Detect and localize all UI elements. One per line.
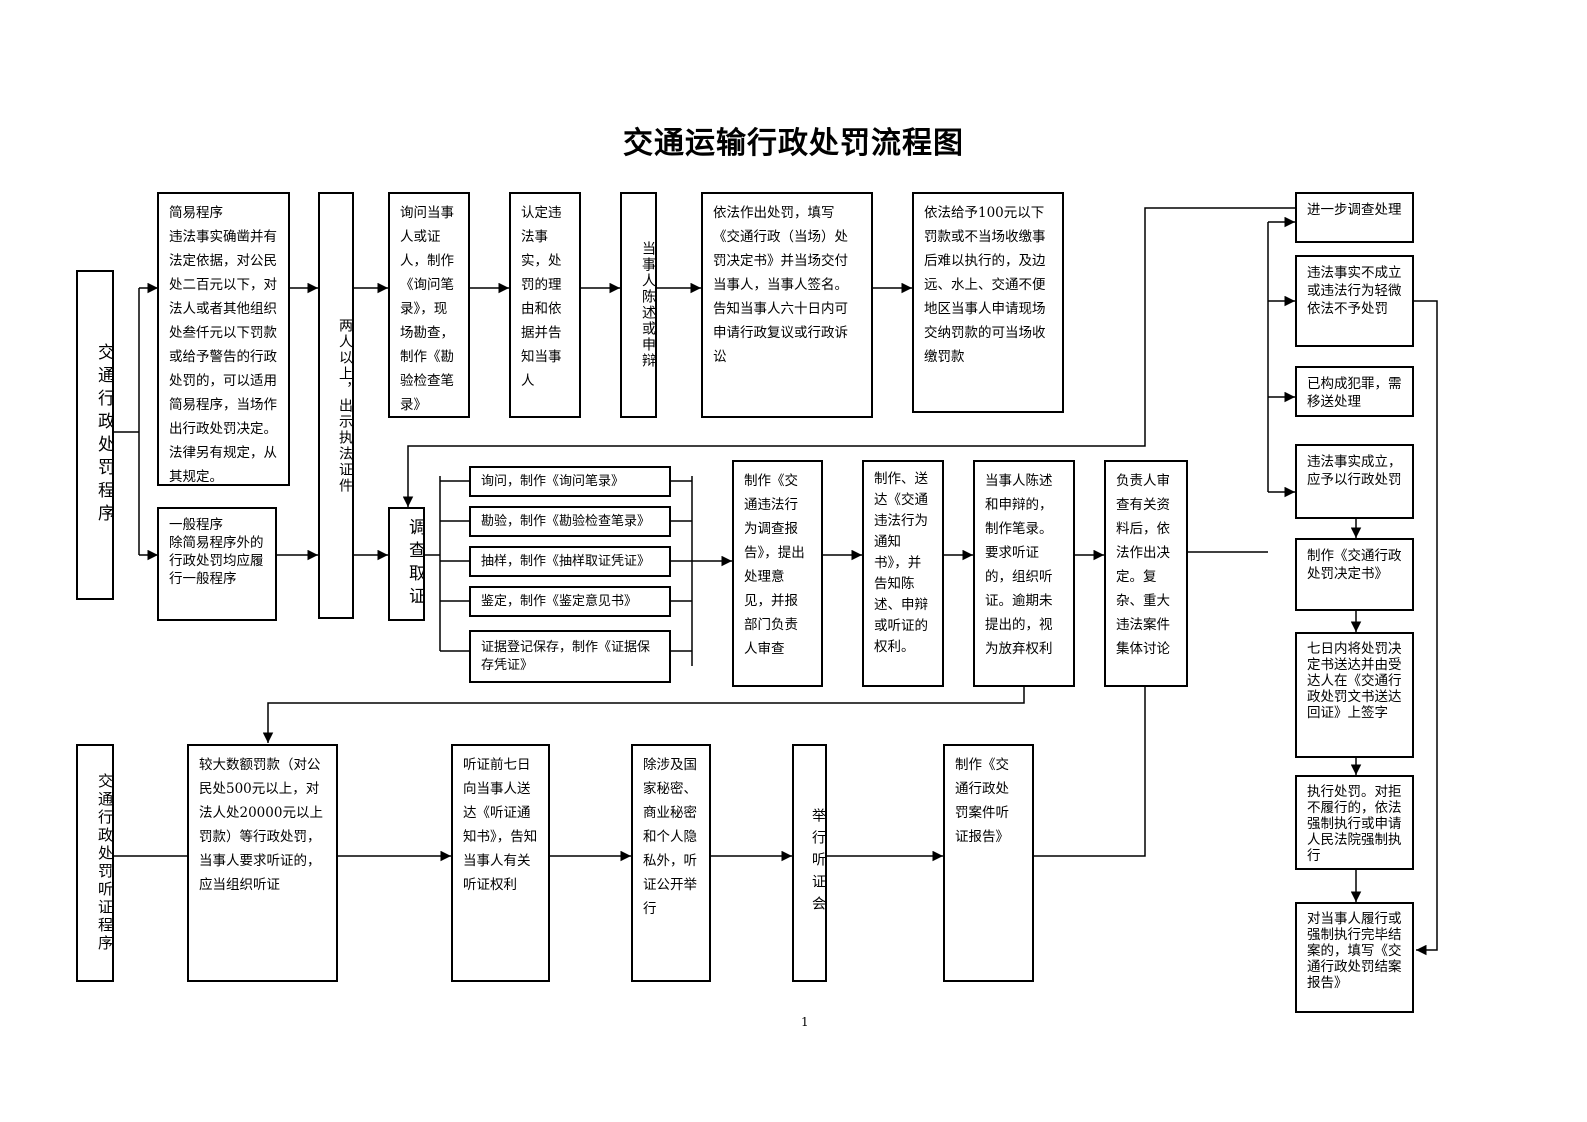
evidence-item-inspection: 勘验，制作《勘验检查笔录》 [469,506,671,537]
admin-procedure-label: 交通行政处罚程序 [76,270,114,600]
hearing-report-box: 制作《交通行政处罚案件听证报告》 [943,744,1034,982]
notification-box: 制作、送达《交通违法行为通知书》，并告知陈述、申辩或听证的权利。 [862,460,944,687]
evidence-item-inquiry: 询问，制作《询问笔录》 [469,466,671,497]
hearing-procedure-label: 交通行政处罚听证程序 [76,744,114,982]
page-title: 交通运输行政处罚流程图 [623,126,964,161]
two-people-box: 两人以上，出示执法证件 [318,192,354,619]
not-established-box: 违法事实不成立或违法行为轻微依法不予处罚 [1295,255,1414,347]
general-procedure-title: 一般程序 [169,517,223,533]
further-investigation-box: 进一步调查处理 [1295,192,1414,243]
simple-procedure-text: 违法事实确凿并有法定依据，对公民处二百元以下，对法人或者其他组织处叁仟元以下罚款… [169,229,277,485]
general-procedure-box: 一般程序 除简易程序外的行政处罚均应履行一般程序 [157,507,277,621]
case-closing-box: 对当事人履行或强制执行完毕结案的，填写《交通行政处罚结案报告》 [1295,902,1414,1013]
inquiry-box: 询问当事人或证人，制作《询问笔录》，现场勘查，制作《勘验检查笔录》 [388,192,470,418]
statement-box: 当事人陈述和申辩的，制作笔录。要求听证的，组织听证。逾期未提出的，视为放弃权利 [973,460,1075,687]
evidence-item-preservation: 证据登记保存，制作《证据保存凭证》 [469,630,671,683]
review-decision-box: 负责人审查有关资料后，依法作出决定。复杂、重大违法案件集体讨论 [1104,460,1188,687]
evidence-item-sampling: 抽样，制作《抽样取证凭证》 [469,546,671,577]
onsite-fine-box: 依法给予100元以下罚款或不当场收缴事后难以执行的，及边远、水上、交通不便地区当… [912,192,1064,413]
simple-procedure-box: 简易程序 违法事实确凿并有法定依据，对公民处二百元以下，对法人或者其他组织处叁仟… [157,192,290,486]
page-number: 1 [801,1015,809,1029]
crime-transfer-box: 已构成犯罪，需移送处理 [1295,366,1414,417]
investigation-report-box: 制作《交通违法行为调查报告》，提出处理意见，并报部门负责人审查 [732,460,823,687]
evidence-item-appraisal: 鉴定，制作《鉴定意见书》 [469,586,671,617]
investigation-box: 调查取证 [388,507,425,621]
punishment-established-box: 违法事实成立，应予以行政处罚 [1295,444,1414,519]
execute-penalty-box: 执行处罚。对拒不履行的，依法强制执行或申请人民法院强制执行 [1295,775,1414,870]
large-fine-box: 较大数额罚款（对公民处500元以上，对法人处20000元以上罚款）等行政处罚，当… [187,744,338,982]
hold-hearing-box: 举行听证会 [792,744,827,982]
hearing-notice-box: 听证前七日向当事人送达《听证通知书》，告知当事人有关听证权利 [451,744,550,982]
simple-procedure-title: 简易程序 [169,205,223,221]
make-decision-box: 制作《交通行政处罚决定书》 [1295,538,1414,611]
defense-box: 当事人陈述或申辩 [620,192,657,418]
onsite-decision-box: 依法作出处罚，填写《交通行政（当场）处罚决定书》并当场交付当事人，当事人签名。告… [701,192,873,418]
public-hearing-box: 除涉及国家秘密、商业秘密和个人隐私外，听证公开举行 [631,744,711,982]
identify-violation-box: 认定违法事实，处罚的理由和依据并告知当事人 [509,192,581,418]
deliver-decision-box: 七日内将处罚决定书送达并由受达人在《交通行政处罚文书送达回证》上签字 [1295,632,1414,758]
general-procedure-text: 除简易程序外的行政处罚均应履行一般程序 [169,535,264,587]
